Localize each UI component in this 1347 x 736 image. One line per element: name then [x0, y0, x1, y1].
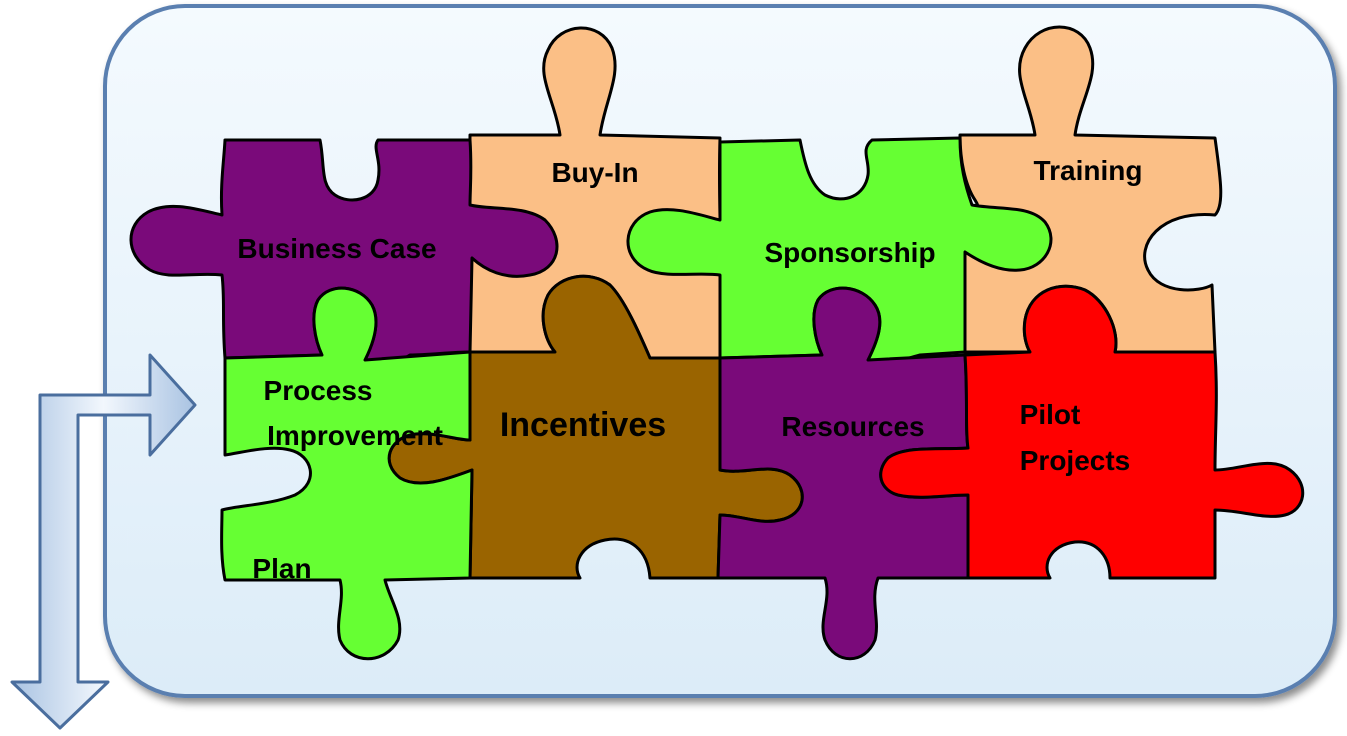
arrow-outline [10, 353, 197, 730]
label-plan: Plan [252, 553, 311, 584]
label-business-case: Business Case [237, 233, 436, 264]
process-improvement-piece [220, 286, 474, 661]
label-incentives: Incentives [500, 406, 666, 444]
label-training: Training [1034, 155, 1143, 186]
label-buy-in: Buy-In [551, 157, 638, 188]
label-resources: Resources [781, 411, 924, 442]
pilot-projects-piece [879, 284, 1305, 580]
label-projects: Projects [1020, 445, 1131, 476]
label-sponsorship: Sponsorship [764, 237, 935, 268]
label-improvement: Improvement [267, 420, 443, 451]
flow-arrow [10, 353, 197, 730]
label-process: Process [264, 375, 373, 406]
label-pilot: Pilot [1020, 399, 1081, 430]
